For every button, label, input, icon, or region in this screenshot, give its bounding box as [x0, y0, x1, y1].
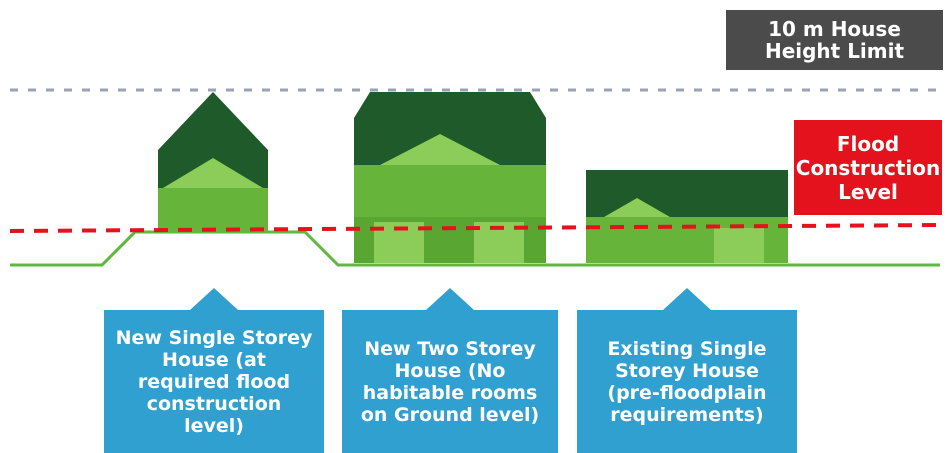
house-new-single-storey — [158, 92, 268, 232]
callout-new-single-storey: New Single Storey House (at required flo… — [104, 288, 324, 453]
callout-new-two-storey: New Two Storey House (No habitable rooms… — [342, 288, 558, 453]
callout-existing-single-storey: Existing Single Storey House (pre-floodp… — [577, 288, 797, 453]
flood-level-label: Flood Construction Level — [794, 120, 942, 215]
house-new-two-storey — [354, 92, 546, 263]
house-existing-single-storey — [586, 170, 788, 263]
flood-construction-line — [9, 223, 946, 233]
height-limit-label: 10 m House Height Limit — [726, 10, 943, 70]
